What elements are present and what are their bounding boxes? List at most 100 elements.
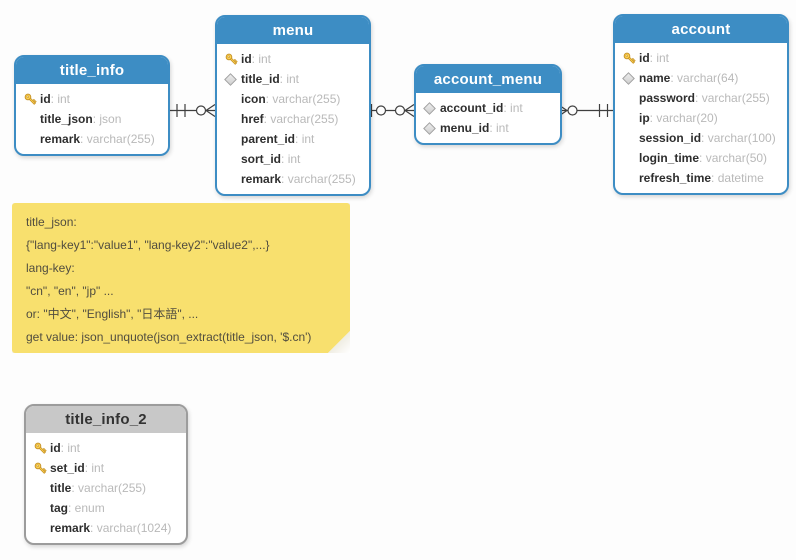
table-title[interactable]: menu xyxy=(217,17,369,44)
field-type: int xyxy=(280,72,299,86)
primary-key-icon xyxy=(622,51,639,66)
table-fields: idint namevarchar(64) passwordvarchar(25… xyxy=(615,43,787,193)
table-title[interactable]: account xyxy=(615,16,787,43)
note-line: get value: json_unquote(json_extract(tit… xyxy=(26,330,312,344)
field-name: sort_id xyxy=(241,152,282,166)
field-name: set_id xyxy=(50,461,85,475)
field-row[interactable]: idint xyxy=(23,89,162,109)
field-row[interactable]: sort_idint xyxy=(224,149,363,169)
table-menu[interactable]: menu idint title_idint iconvarchar(255) … xyxy=(215,15,371,196)
note-line: {"lang-key1":"value1", "lang-key2":"valu… xyxy=(26,238,270,252)
field-row[interactable]: titlevarchar(255) xyxy=(33,478,180,498)
table-title[interactable]: title_info xyxy=(16,57,168,84)
primary-key-icon xyxy=(33,441,50,456)
note-line: or: "中文", "English", "日本語", ... xyxy=(26,307,199,321)
table-title[interactable]: account_menu xyxy=(416,66,560,93)
foreign-key-diamond-icon xyxy=(423,121,440,135)
field-type: enum xyxy=(68,501,105,515)
relationship-account_menu-account[interactable] xyxy=(557,104,613,117)
field-row[interactable]: refresh_timedatetime xyxy=(622,168,781,188)
primary-key-icon xyxy=(33,461,50,476)
field-name: id xyxy=(639,51,650,65)
field-name: login_time xyxy=(639,151,700,165)
field-row[interactable]: parent_idint xyxy=(224,129,363,149)
field-row[interactable]: passwordvarchar(255) xyxy=(622,88,781,108)
field-row[interactable]: idint xyxy=(33,438,180,458)
field-type: varchar(255) xyxy=(264,112,338,126)
field-name: remark xyxy=(241,172,282,186)
field-type: int xyxy=(489,121,509,135)
field-type: json xyxy=(93,112,121,126)
field-row[interactable]: session_idvarchar(100) xyxy=(622,128,781,148)
field-type: int xyxy=(650,51,669,65)
field-type: varchar(255) xyxy=(71,481,146,495)
table-title_info[interactable]: title_info idint title_jsonjson remarkva… xyxy=(14,55,170,156)
field-name: parent_id xyxy=(241,132,296,146)
field-row[interactable]: tagenum xyxy=(33,498,180,518)
note-line: title_json: xyxy=(26,215,77,229)
field-type: varchar(50) xyxy=(699,151,767,165)
table-fields: idint title_idint iconvarchar(255) hrefv… xyxy=(217,44,369,194)
field-name: tag xyxy=(50,501,68,515)
field-name: title_json xyxy=(40,112,93,126)
field-row[interactable]: remarkvarchar(1024) xyxy=(33,518,180,538)
table-title_info_2[interactable]: title_info_2 idint set_idint titlevarcha… xyxy=(24,404,188,545)
table-account[interactable]: account idint namevarchar(64) passwordva… xyxy=(613,14,789,195)
field-row[interactable]: remarkvarchar(255) xyxy=(23,129,162,149)
note-line: lang-key: xyxy=(26,261,75,275)
field-type: varchar(100) xyxy=(701,131,776,145)
foreign-key-diamond-icon xyxy=(224,72,241,86)
field-type: int xyxy=(295,132,315,146)
primary-key-icon xyxy=(23,92,40,107)
field-name: session_id xyxy=(639,131,702,145)
field-type: varchar(255) xyxy=(80,132,155,146)
field-type: varchar(20) xyxy=(650,111,717,125)
field-row[interactable]: iconvarchar(255) xyxy=(224,89,363,109)
field-row[interactable]: set_idint xyxy=(33,458,180,478)
table-title[interactable]: title_info_2 xyxy=(26,406,186,433)
field-row[interactable]: idint xyxy=(622,48,781,68)
sticky-note-title-json[interactable]: title_json: {"lang-key1":"value1", "lang… xyxy=(12,203,350,353)
field-name: id xyxy=(40,92,51,106)
field-type: varchar(255) xyxy=(266,92,340,106)
table-account_menu[interactable]: account_menu account_idint menu_idint xyxy=(414,64,562,145)
field-row[interactable]: login_timevarchar(50) xyxy=(622,148,781,168)
field-row[interactable]: account_idint xyxy=(423,98,554,118)
field-name: remark xyxy=(40,132,81,146)
note-line: "cn", "en", "jp" ... xyxy=(26,284,114,298)
field-name: menu_id xyxy=(440,121,490,135)
primary-key-icon xyxy=(224,52,241,67)
field-name: title xyxy=(50,481,72,495)
relationship-menu-account_menu[interactable] xyxy=(367,104,415,117)
field-name: remark xyxy=(50,521,91,535)
field-name: title_id xyxy=(241,72,280,86)
table-fields: idint title_jsonjson remarkvarchar(255) xyxy=(16,84,168,154)
field-row[interactable]: title_idint xyxy=(224,69,363,89)
field-type: int xyxy=(281,152,301,166)
field-name: id xyxy=(241,52,252,66)
field-type: varchar(1024) xyxy=(90,521,172,535)
field-type: int xyxy=(85,461,104,475)
foreign-key-diamond-icon xyxy=(423,101,440,115)
field-name: account_id xyxy=(440,101,504,115)
field-name: name xyxy=(639,71,671,85)
foreign-key-diamond-icon xyxy=(622,71,639,85)
table-fields: account_idint menu_idint xyxy=(416,93,560,143)
field-row[interactable]: title_jsonjson xyxy=(23,109,162,129)
field-type: int xyxy=(503,101,523,115)
field-row[interactable]: ipvarchar(20) xyxy=(622,108,781,128)
field-row[interactable]: remarkvarchar(255) xyxy=(224,169,363,189)
field-name: icon xyxy=(241,92,266,106)
field-row[interactable]: namevarchar(64) xyxy=(622,68,781,88)
field-type: int xyxy=(61,441,80,455)
relationship-title_info-menu[interactable] xyxy=(166,104,216,117)
field-row[interactable]: hrefvarchar(255) xyxy=(224,109,363,129)
field-name: id xyxy=(50,441,61,455)
field-name: href xyxy=(241,112,264,126)
field-type: int xyxy=(51,92,70,106)
field-type: varchar(255) xyxy=(695,91,770,105)
field-row[interactable]: menu_idint xyxy=(423,118,554,138)
field-row[interactable]: idint xyxy=(224,49,363,69)
